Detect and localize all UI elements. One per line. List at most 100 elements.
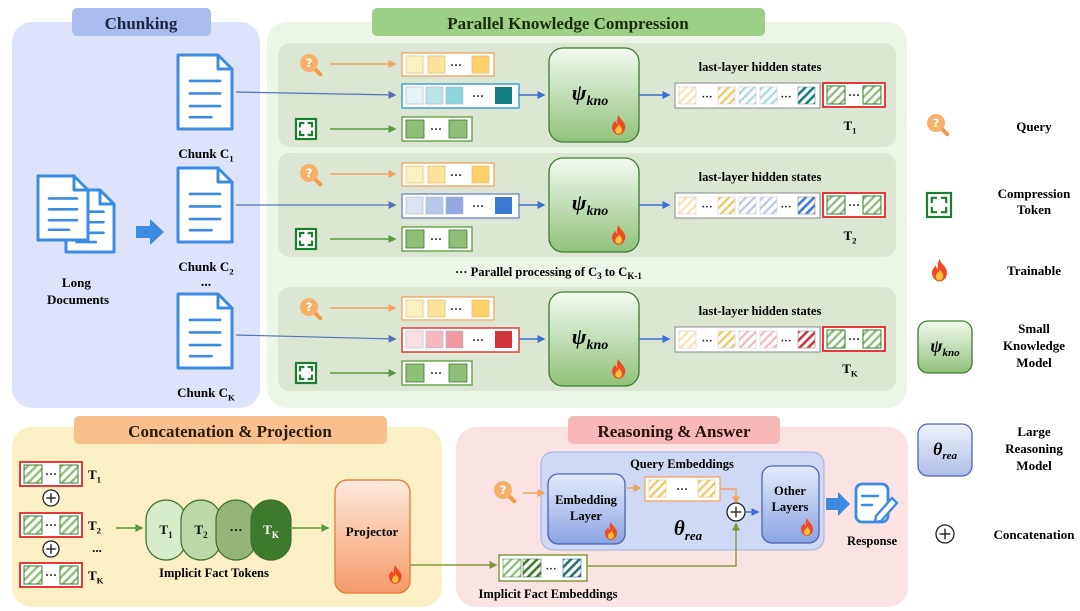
implicit-fact-embeddings-label: Implicit Fact Embeddings	[479, 587, 618, 601]
legend-concatenation-icon	[935, 524, 955, 544]
ellipsis-dots: ···	[701, 91, 712, 103]
ellipsis-dots: ···	[472, 333, 484, 347]
query-token-strip: ···	[401, 162, 495, 187]
svg-text:?: ?	[306, 166, 313, 180]
chunking-title: Chunking	[105, 14, 178, 33]
long-documents-icon	[36, 174, 116, 254]
legend-compression-token-icon	[925, 191, 953, 219]
ellipsis-dots: ···	[780, 335, 791, 347]
projector-box: Projector	[334, 479, 411, 594]
query-embedding-strip: ···	[644, 476, 721, 502]
legend-small-model-symbol: ψkno	[930, 336, 960, 359]
compressed-token-pair: ···	[822, 326, 886, 352]
model-symbol: ψkno	[572, 190, 609, 219]
trainable-fire-icon	[612, 115, 626, 135]
compression-token-icon	[294, 117, 318, 141]
legend-large-model-label: Large	[1017, 424, 1050, 439]
chunk-token-strip: ···	[401, 193, 520, 219]
trainable-fire-icon	[605, 522, 617, 540]
ellipsis-dots: ···	[701, 201, 712, 213]
ellipsis-dots: ···	[45, 568, 57, 582]
ellipsis-dots: ···	[848, 88, 860, 102]
ellipsis-dots: ···	[45, 518, 57, 532]
concat-title: Concatenation & Projection	[128, 422, 332, 441]
chunk-document-icon	[176, 166, 234, 244]
concat-title-box	[74, 416, 387, 444]
response-icon	[854, 482, 899, 524]
legend-large-model-symbol: θrea	[933, 439, 958, 462]
concat-t-label: T1	[88, 467, 101, 485]
ellipsis-dots: ···	[780, 91, 791, 103]
trainable-fire-icon	[389, 565, 402, 584]
hidden-states-strip: ··· ···	[674, 192, 821, 219]
output-label: T2	[843, 228, 857, 246]
chunking-title-box	[72, 8, 211, 36]
response-label: Response	[847, 534, 897, 548]
fact-token-pair: ···	[19, 562, 83, 588]
compression-token-icon	[294, 361, 318, 385]
concat-plus-icon	[726, 502, 746, 522]
fact-token-pill	[250, 499, 292, 561]
chunk-label: Chunk CK	[177, 385, 235, 403]
parallel-note: ··· Parallel processing of C3 to CK-1	[455, 265, 642, 281]
svg-text:?: ?	[306, 300, 313, 314]
ellipsis-dots: ···	[545, 563, 556, 575]
compressed-token-pair: ···	[822, 82, 886, 108]
compression-token-strip: ···	[401, 226, 473, 252]
output-label: T1	[843, 118, 856, 136]
fact-token-pair: ···	[19, 512, 83, 538]
query-icon: ?	[300, 164, 323, 187]
query-icon: ?	[300, 54, 323, 77]
ellipsis-dots: ···	[676, 482, 688, 496]
legend-large-model-label: Reasoning	[1005, 441, 1063, 456]
svg-text:?: ?	[306, 56, 313, 70]
query-token-strip: ···	[401, 296, 495, 321]
legend-query-label: Query	[1016, 119, 1052, 134]
implicit-fact-tokens-label: Implicit Fact Tokens	[159, 566, 269, 580]
ellipsis-dots: ···	[450, 58, 462, 72]
ellipsis-dots: ···	[848, 198, 860, 212]
chunking-arrow	[136, 219, 164, 245]
front-document-icon	[36, 174, 90, 242]
hidden-states-strip: ··· ···	[674, 326, 821, 353]
legend-small-model-label: Small	[1018, 321, 1050, 336]
chunk-document-icon	[176, 53, 234, 131]
parallel-title: Parallel Knowledge Compression	[447, 14, 689, 33]
chunk-document-icon	[176, 292, 234, 370]
projector-label: Projector	[346, 524, 399, 539]
small-knowledge-model: ψkno	[548, 47, 640, 143]
chunk-label: Chunk C2	[178, 259, 234, 277]
legend-trainable-icon	[932, 259, 947, 282]
svg-text:?: ?	[500, 483, 507, 497]
fact-token-pill-label: T1	[159, 522, 173, 540]
legend-large-model-box	[917, 423, 973, 477]
model-symbol: ψkno	[572, 80, 609, 109]
model-symbol: ψkno	[572, 324, 609, 353]
query-token-strip: ···	[401, 52, 495, 77]
legend-small-model-label: Knowledge	[1003, 338, 1065, 353]
fact-token-pair: ···	[19, 461, 83, 487]
small-knowledge-model: ψkno	[548, 291, 640, 387]
legend-large-model-label: Model	[1016, 458, 1052, 473]
trainable-fire-icon	[801, 518, 813, 536]
parallel-title-box	[372, 8, 765, 36]
output-label: TK	[842, 361, 858, 379]
chunk-token-strip: ···	[401, 83, 520, 109]
ellipsis-dots: ···	[430, 122, 442, 136]
ellipsis-dots: ···	[780, 201, 791, 213]
hidden-states-label: last-layer hidden states	[699, 304, 822, 318]
trainable-fire-icon	[612, 359, 626, 379]
reasoning-title-box	[568, 416, 780, 444]
ellipsis-dots: ···	[701, 335, 712, 347]
concat-t-label: TK	[88, 568, 104, 586]
legend-small-model-label: Model	[1016, 355, 1052, 370]
hidden-states-strip: ··· ···	[674, 82, 821, 109]
fact-token-pill-label: T2	[194, 522, 208, 540]
response-arrow	[826, 492, 850, 516]
ellipsis-dots: ···	[472, 89, 484, 103]
svg-text:Layers: Layers	[772, 500, 809, 514]
